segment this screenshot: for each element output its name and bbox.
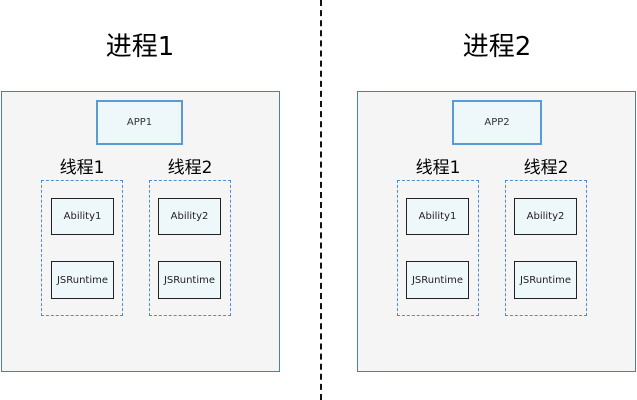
process-2-thread-2-box: [505, 180, 587, 316]
process-1-thread-2-ability: Ability2: [158, 198, 221, 235]
process-1-thread-2-box: [149, 180, 231, 316]
process-1-thread-1-label: 线程1: [59, 158, 105, 178]
process-2-thread-1-ability: Ability1: [406, 198, 469, 235]
process-1-app: APP1: [96, 100, 183, 145]
process-1-thread-2-label: 线程2: [167, 158, 213, 178]
process-1-thread-1-ability: Ability1: [51, 198, 114, 235]
process-2-title: 进程2: [462, 32, 532, 62]
process-1-thread-2-runtime: JSRuntime: [158, 261, 221, 299]
process-1-thread-1-runtime: JSRuntime: [51, 261, 114, 299]
process-divider: [320, 0, 322, 400]
process-2-thread-1-runtime: JSRuntime: [406, 261, 469, 299]
process-1-thread-1-box: [41, 180, 123, 316]
process-2-app: APP2: [452, 100, 542, 145]
process-2-thread-1-label: 线程1: [415, 158, 461, 178]
process-2-thread-1-box: [397, 180, 479, 316]
process-2-thread-2-label: 线程2: [523, 158, 569, 178]
process-2-thread-2-ability: Ability2: [514, 198, 577, 235]
process-1-title: 进程1: [105, 32, 175, 62]
process-2-thread-2-runtime: JSRuntime: [514, 261, 577, 299]
